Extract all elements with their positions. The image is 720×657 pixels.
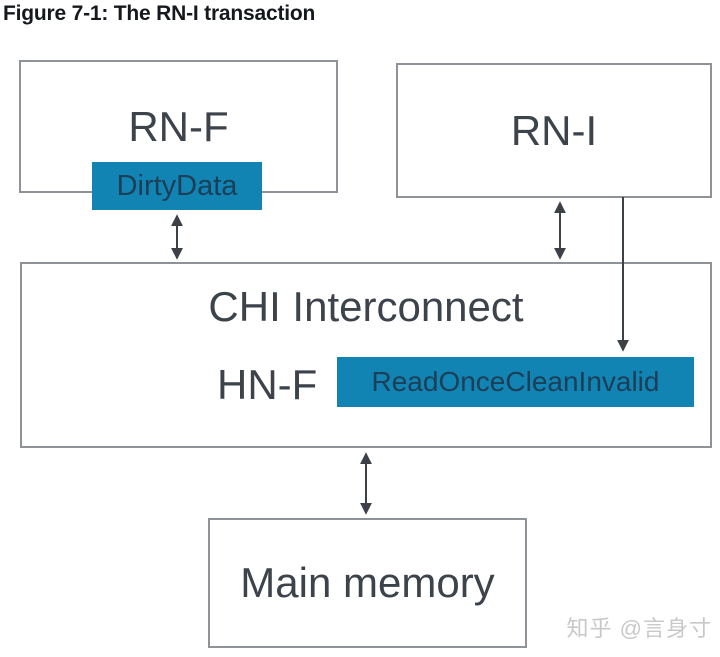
node-chi-interconnect-label: CHI Interconnect — [208, 283, 524, 330]
watermark: 知乎 @言身寸 — [566, 616, 712, 641]
figure-title: Figure 7-1: The RN-I transaction — [3, 2, 316, 25]
node-rn-i: RN-I — [396, 63, 712, 198]
node-main-memory-label: Main memory — [240, 559, 495, 606]
transaction-dirty-data: DirtyData — [92, 162, 262, 210]
node-chi-interconnect — [20, 262, 712, 448]
node-rn-f-label: RN-F — [128, 102, 229, 150]
node-rn-i-label: RN-I — [510, 106, 598, 154]
node-hn-f-label: HN-F — [217, 361, 318, 408]
transaction-read-once-clean-invalid: ReadOnceCleanInvalid — [337, 357, 694, 407]
node-main-memory: Main memory — [208, 518, 527, 648]
transaction-dirty-data-label: DirtyData — [116, 169, 238, 202]
transaction-read-once-clean-invalid-label: ReadOnceCleanInvalid — [371, 366, 660, 397]
